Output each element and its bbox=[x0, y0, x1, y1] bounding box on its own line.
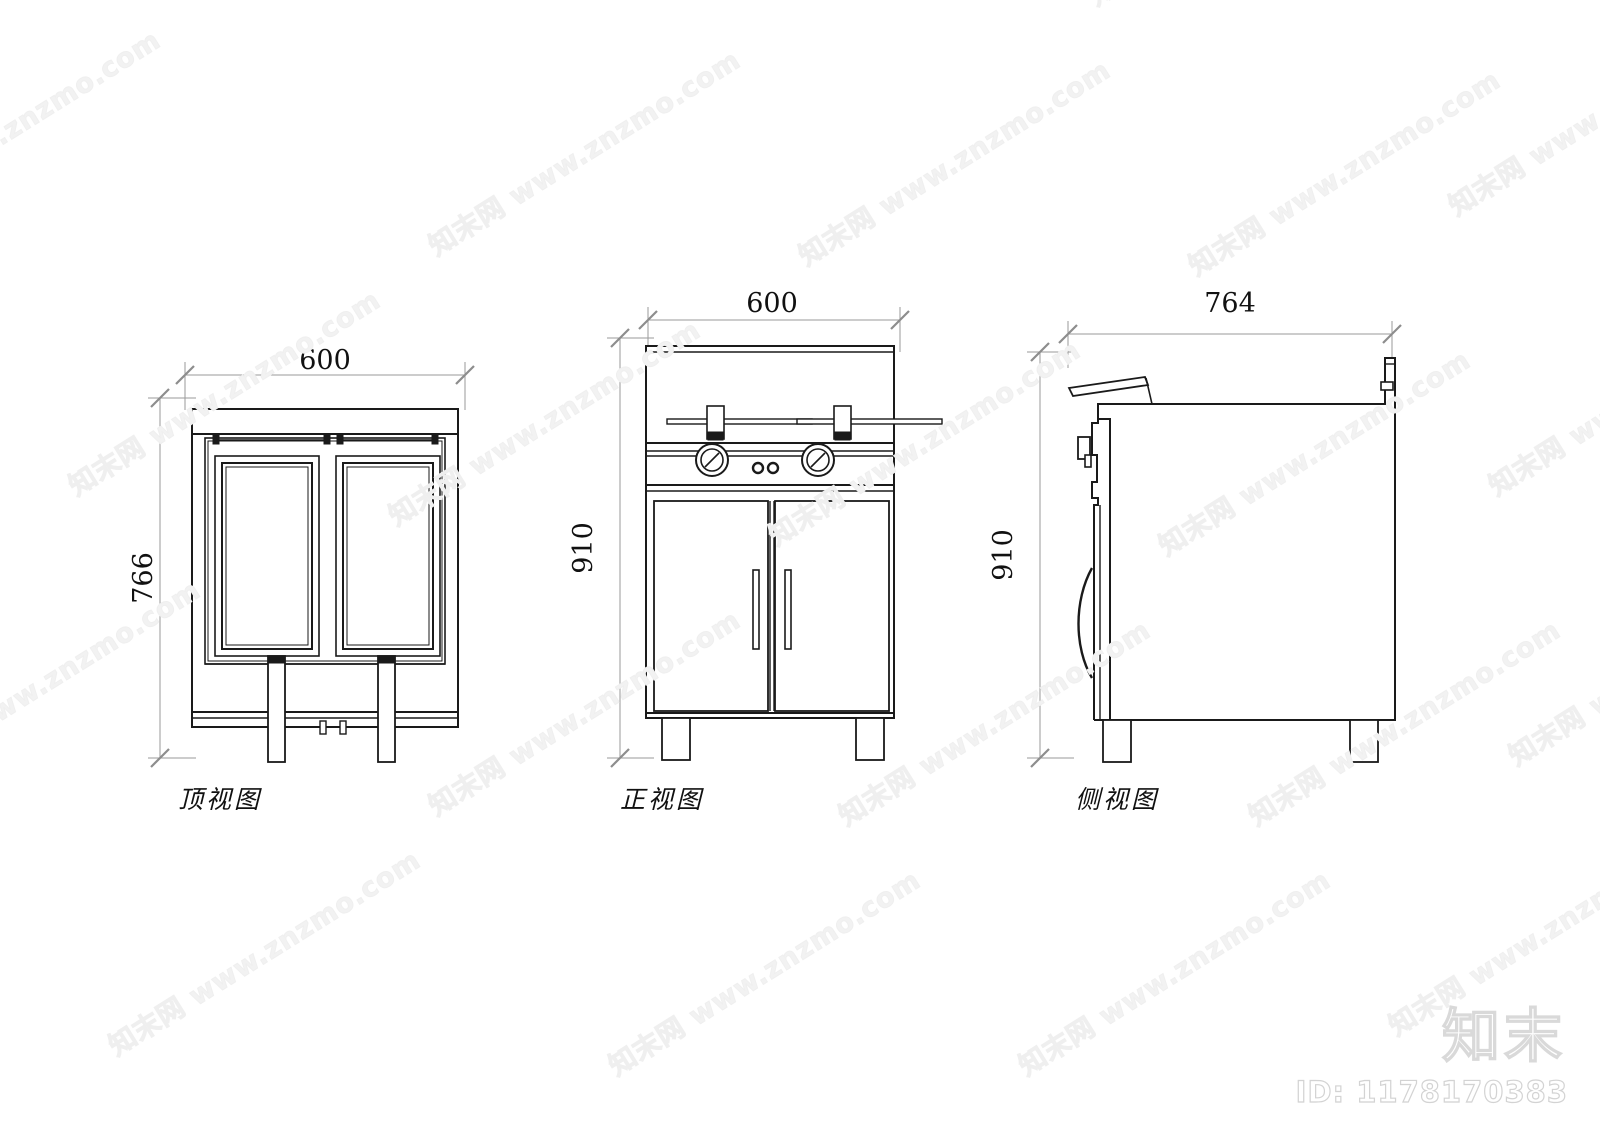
control-knob-right-indicator bbox=[810, 452, 826, 468]
top-burner-plate-right-mid bbox=[342, 462, 434, 650]
side-leg-rear bbox=[1349, 719, 1379, 763]
side-view-group: 764 910 bbox=[988, 288, 1403, 769]
front-view-height-dimension: 910 bbox=[568, 327, 654, 769]
side-leg-front bbox=[1102, 719, 1132, 763]
side-rear-vent-block bbox=[1380, 381, 1394, 391]
front-grate-bar-right bbox=[796, 418, 943, 425]
indicator-light-right bbox=[766, 461, 780, 475]
front-view-width-dimension: 600 bbox=[637, 288, 911, 352]
front-grate-bar-left bbox=[666, 418, 813, 425]
top-handle-left bbox=[267, 655, 286, 763]
top-handle-right-cap bbox=[378, 656, 395, 664]
side-height-dim-label: 910 bbox=[988, 529, 1019, 581]
door-handle-right[interactable] bbox=[784, 569, 792, 650]
side-view-height-dimension: 910 bbox=[988, 341, 1074, 769]
top-control-pin-right bbox=[339, 720, 347, 735]
top-control-pin-left bbox=[319, 720, 327, 735]
top-burner-plate-left-inner bbox=[225, 466, 309, 646]
top-depth-dim-label: 766 bbox=[128, 552, 159, 604]
front-burner-left-base bbox=[707, 431, 724, 441]
top-view-width-dimension: 600 bbox=[174, 345, 476, 410]
front-cooktop-zone bbox=[646, 351, 943, 457]
top-view-depth-dimension: 766 bbox=[128, 387, 196, 769]
cabinet-door-left[interactable] bbox=[653, 500, 769, 712]
front-doors-group bbox=[653, 500, 890, 712]
front-width-dim-label: 600 bbox=[746, 288, 798, 319]
top-burner-plate-left-outer bbox=[214, 455, 320, 657]
front-view-label: 正视图 bbox=[620, 785, 705, 814]
top-view-group: 600 766 bbox=[128, 345, 476, 769]
brand-watermark: 知末 bbox=[1441, 1001, 1566, 1070]
indicator-light-left bbox=[751, 461, 765, 475]
front-burner-right-base bbox=[834, 431, 851, 441]
control-knob-left-indicator bbox=[704, 452, 720, 468]
top-hinge-block-left bbox=[212, 433, 220, 445]
cabinet-door-right[interactable] bbox=[774, 500, 890, 712]
side-control-knob-profile bbox=[1077, 436, 1091, 460]
side-lid-hinge-line bbox=[1145, 377, 1153, 405]
top-handle-left-cap bbox=[268, 656, 285, 664]
side-body-profile bbox=[1097, 357, 1396, 721]
top-hinge-block-mid-left bbox=[323, 433, 331, 445]
side-view-label: 侧视图 bbox=[1075, 785, 1160, 814]
top-view-label: 顶视图 bbox=[178, 785, 263, 814]
top-hinge-block-right bbox=[431, 433, 439, 445]
top-burner-plate-left-mid bbox=[221, 462, 313, 650]
top-handle-right bbox=[377, 655, 396, 763]
front-view-group: 600 910 bbox=[568, 288, 943, 769]
side-lid-flap bbox=[1067, 376, 1150, 397]
front-leg-left bbox=[661, 717, 691, 761]
side-door-handle-arc bbox=[1077, 567, 1094, 679]
drawing-id-label: ID: 1178170383 bbox=[1295, 1074, 1568, 1109]
door-handle-left[interactable] bbox=[752, 569, 760, 650]
side-depth-dim-label: 764 bbox=[1204, 288, 1256, 319]
top-hinge-block-mid-right bbox=[336, 433, 344, 445]
top-width-dim-label: 600 bbox=[299, 345, 351, 376]
side-control-knob-stem bbox=[1084, 454, 1092, 468]
front-control-panel bbox=[646, 443, 894, 492]
side-view-depth-dimension: 764 bbox=[1057, 288, 1403, 368]
front-leg-right bbox=[855, 717, 885, 761]
front-height-dim-label: 910 bbox=[568, 522, 599, 574]
top-burner-plate-right-inner bbox=[346, 466, 430, 646]
side-front-edge-contour bbox=[1091, 404, 1099, 720]
